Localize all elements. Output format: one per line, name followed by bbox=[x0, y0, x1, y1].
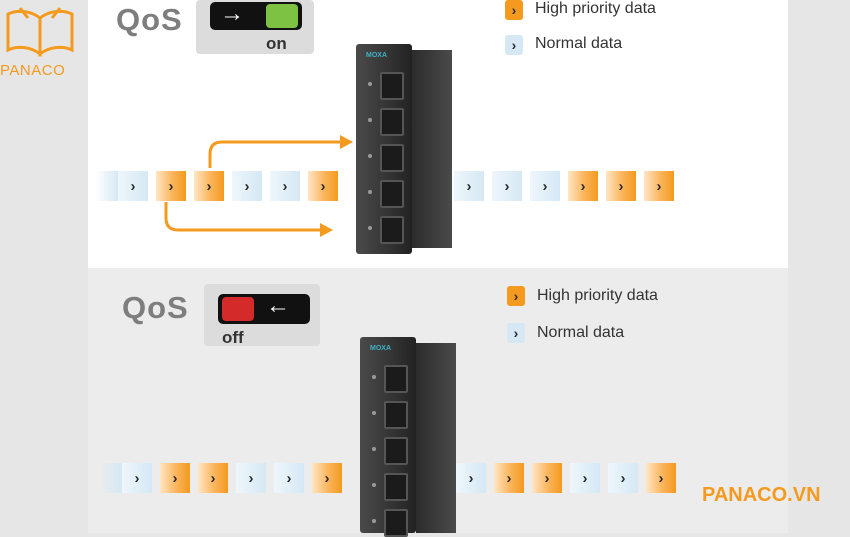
packet-normal: › bbox=[570, 463, 600, 493]
logo-text: PANACO bbox=[0, 62, 66, 79]
qos-on-title: QoS bbox=[116, 2, 183, 37]
status-led bbox=[368, 82, 372, 86]
ethernet-port bbox=[384, 401, 408, 429]
qos-off-title: QoS bbox=[122, 290, 189, 325]
stream-tail-top bbox=[96, 171, 118, 201]
status-led bbox=[372, 447, 376, 451]
brand-watermark: PANACO.VN bbox=[702, 484, 821, 506]
packet-normal: › bbox=[492, 171, 522, 201]
packet-high: › bbox=[312, 463, 342, 493]
input-stream-bottom: › › › › › › bbox=[122, 463, 342, 493]
ethernet-switch-side bbox=[416, 343, 456, 533]
packet-normal: › bbox=[608, 463, 638, 493]
toggle-knob-off bbox=[222, 297, 254, 321]
legend-normal-chevron-icon: › bbox=[507, 323, 525, 343]
ethernet-port bbox=[380, 72, 404, 100]
ethernet-switch-top: MOXA bbox=[356, 44, 412, 254]
packet-high: › bbox=[568, 171, 598, 201]
status-led bbox=[368, 190, 372, 194]
packet-high: › bbox=[646, 463, 676, 493]
brand-logo: PANACO bbox=[0, 4, 80, 79]
arrow-left-icon: ← bbox=[266, 292, 290, 319]
ethernet-port bbox=[384, 437, 408, 465]
packet-high: › bbox=[308, 171, 338, 201]
ethernet-switch-bottom: MOXA bbox=[360, 337, 416, 537]
status-led bbox=[372, 483, 376, 487]
packet-high: › bbox=[156, 171, 186, 201]
packet-normal: › bbox=[122, 463, 152, 493]
status-led bbox=[372, 519, 376, 523]
input-stream-top: › › › › › › bbox=[118, 171, 338, 201]
toggle-knob-on bbox=[266, 4, 298, 28]
ethernet-port bbox=[380, 144, 404, 172]
legend-high-label: High priority data bbox=[535, 0, 656, 17]
stream-tail-bottom bbox=[100, 463, 122, 493]
packet-normal: › bbox=[236, 463, 266, 493]
packet-high: › bbox=[198, 463, 228, 493]
state-label-on: on bbox=[266, 34, 287, 53]
status-led bbox=[372, 411, 376, 415]
ethernet-port bbox=[380, 108, 404, 136]
packet-normal: › bbox=[270, 171, 300, 201]
packet-high: › bbox=[194, 171, 224, 201]
ethernet-port bbox=[380, 180, 404, 208]
ethernet-port bbox=[384, 365, 408, 393]
legend-high-label: High priority data bbox=[537, 287, 658, 304]
packet-normal: › bbox=[274, 463, 304, 493]
legend-normal-label: Normal data bbox=[535, 35, 623, 52]
priority-routing-arrows bbox=[164, 135, 353, 237]
legend-top: › High priority data › Normal data bbox=[505, 0, 765, 60]
ethernet-switch-side bbox=[412, 50, 452, 248]
qos-off-switch: ← off bbox=[204, 284, 320, 347]
packet-high: › bbox=[644, 171, 674, 201]
status-led bbox=[372, 375, 376, 379]
legend-high-chevron-icon: › bbox=[505, 0, 523, 20]
book-logo-icon bbox=[6, 7, 74, 58]
packet-high: › bbox=[160, 463, 190, 493]
status-led bbox=[368, 226, 372, 230]
packet-high: › bbox=[606, 171, 636, 201]
state-label-off: off bbox=[222, 328, 244, 347]
output-stream-top: › › › › › › bbox=[454, 171, 674, 201]
packet-normal: › bbox=[530, 171, 560, 201]
legend-normal-label: Normal data bbox=[537, 324, 625, 341]
packet-normal: › bbox=[118, 171, 148, 201]
packet-normal: › bbox=[454, 171, 484, 201]
device-label: MOXA bbox=[370, 345, 391, 352]
packet-normal: › bbox=[232, 171, 262, 201]
legend-high-chevron-icon: › bbox=[507, 286, 525, 306]
packet-high: › bbox=[494, 463, 524, 493]
device-label: MOXA bbox=[366, 52, 387, 59]
status-led bbox=[368, 154, 372, 158]
legend-normal-chevron-icon: › bbox=[505, 35, 523, 55]
arrow-right-icon: → bbox=[220, 0, 244, 27]
status-led bbox=[368, 118, 372, 122]
packet-high: › bbox=[532, 463, 562, 493]
ethernet-port bbox=[380, 216, 404, 244]
output-stream-bottom: › › › › › › bbox=[456, 463, 676, 493]
packet-normal: › bbox=[456, 463, 486, 493]
qos-on-switch: → on bbox=[196, 0, 314, 54]
legend-bottom: › High priority data › Normal data bbox=[507, 286, 767, 346]
ethernet-port bbox=[384, 473, 408, 501]
